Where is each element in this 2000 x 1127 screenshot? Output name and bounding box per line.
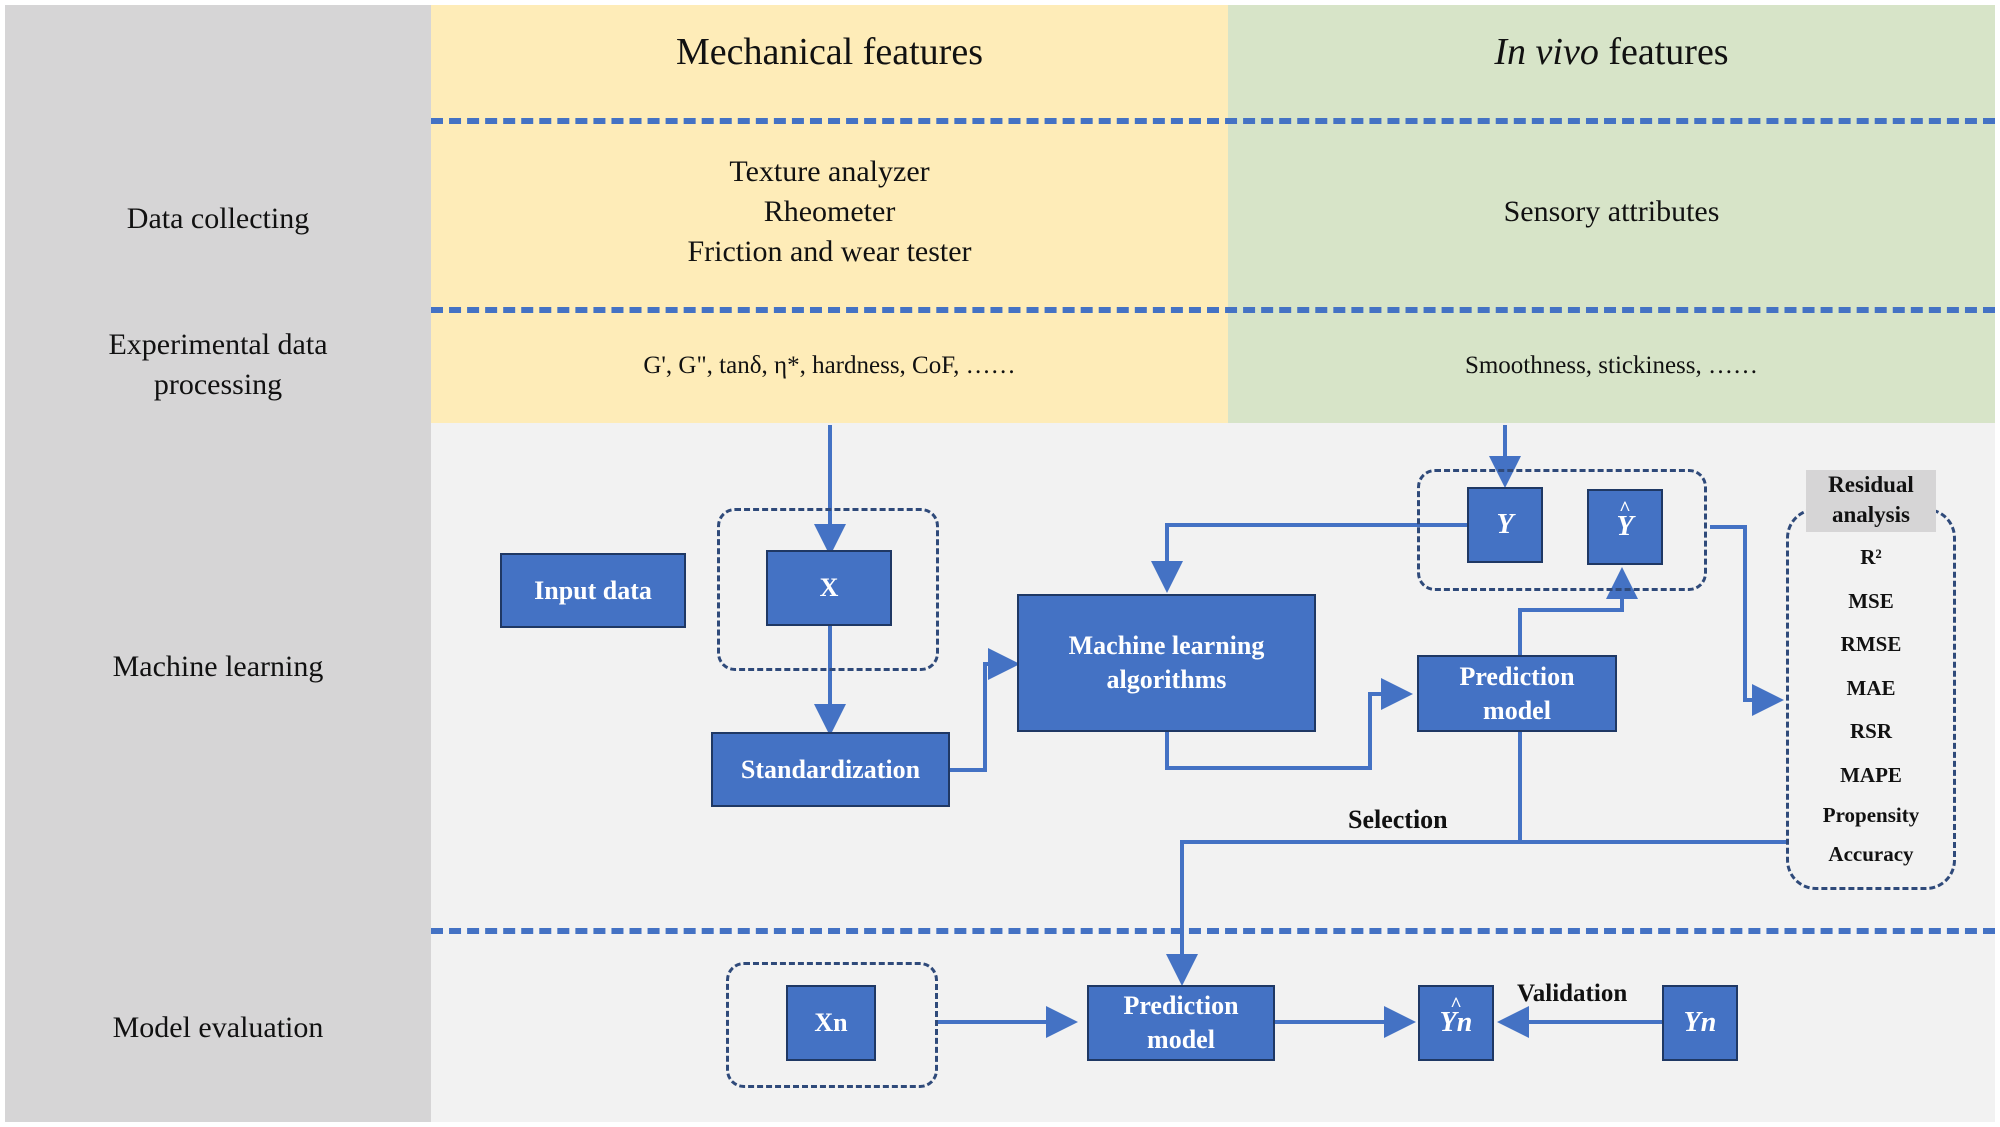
x-group <box>717 508 939 671</box>
ml-algorithms-line1: Machine learning <box>1068 631 1265 660</box>
metric-rsr: RSR <box>1849 719 1892 743</box>
metric-propensity: Propensity <box>1822 803 1920 827</box>
row-label-model-evaluation: Model evaluation <box>112 1011 324 1044</box>
row-label-data-collecting: Data collecting <box>126 202 310 235</box>
eval-prediction-model-box[interactable]: Prediction model <box>1087 985 1275 1061</box>
xn-box[interactable]: Xn <box>786 985 876 1061</box>
row-label-experimental-line2: processing <box>153 368 283 401</box>
y-box[interactable]: Y <box>1467 487 1543 563</box>
row-label-machine-learning: Machine learning <box>112 650 324 683</box>
x-box[interactable]: X <box>766 550 892 626</box>
prediction-line2: model <box>1483 695 1551 725</box>
in-vivo-rest: features <box>1598 31 1729 73</box>
residual-title-line1: Residual <box>1828 472 1914 497</box>
in-vivo-italic: In vivo <box>1494 31 1599 73</box>
divider-evaluation <box>431 928 1995 934</box>
standardization-box[interactable]: Standardization <box>711 732 950 807</box>
row-label-experimental-line1: Experimental data <box>108 328 328 361</box>
divider-header <box>431 118 1995 124</box>
instrument-rheometer: Rheometer <box>763 195 896 228</box>
eval-prediction-line2: model <box>1147 1025 1215 1054</box>
mechanical-parameters: G', G", tanδ, η*, hardness, CoF, …… <box>643 352 1016 379</box>
y-hat-box[interactable]: Y <box>1587 489 1663 565</box>
divider-collecting <box>431 307 1995 313</box>
in-vivo-features-title: In vivo features <box>1228 30 1995 74</box>
mechanical-instruments: Texture analyzer Rheometer Friction and … <box>431 152 1228 272</box>
metric-mae: MAE <box>1846 676 1896 700</box>
xn-group <box>726 962 938 1088</box>
in-vivo-features-panel <box>1228 5 1995 423</box>
metric-r2: R² <box>1860 545 1882 569</box>
ml-algorithms-line2: algorithms <box>1106 665 1227 694</box>
residual-analysis-title: Residual analysis <box>1806 470 1936 532</box>
input-data-box[interactable]: Input data <box>500 553 686 628</box>
in-vivo-parameters: Smoothness, stickiness, …… <box>1464 352 1759 379</box>
prediction-model-box[interactable]: Prediction model <box>1417 655 1617 732</box>
yn-hat-symbol: Yn <box>1440 1006 1473 1040</box>
y-hat-symbol: Y <box>1616 510 1633 544</box>
yn-hat-box[interactable]: Yn <box>1418 985 1494 1061</box>
y-group <box>1417 469 1707 591</box>
metric-mse: MSE <box>1848 589 1894 613</box>
row-label-experimental: Experimental data processing <box>5 325 431 405</box>
metric-rmse: RMSE <box>1840 632 1902 656</box>
prediction-line1: Prediction <box>1459 661 1575 691</box>
ml-algorithms-box[interactable]: Machine learning algorithms <box>1017 594 1316 732</box>
metric-accuracy: Accuracy <box>1828 842 1914 866</box>
validation-label: Validation <box>1517 980 1628 1007</box>
mechanical-features-panel <box>431 5 1228 423</box>
stage-label-column <box>5 5 431 1122</box>
selection-label: Selection <box>1348 805 1448 834</box>
residual-title-line2: analysis <box>1832 502 1910 527</box>
sensory-attributes: Sensory attributes <box>1503 195 1720 228</box>
eval-prediction-line1: Prediction <box>1123 991 1239 1020</box>
metric-mape: MAPE <box>1840 763 1902 787</box>
mechanical-features-title: Mechanical features <box>676 31 983 73</box>
instrument-friction-wear-tester: Friction and wear tester <box>687 235 972 268</box>
instrument-texture-analyzer: Texture analyzer <box>729 155 930 188</box>
yn-box[interactable]: Yn <box>1662 985 1738 1061</box>
